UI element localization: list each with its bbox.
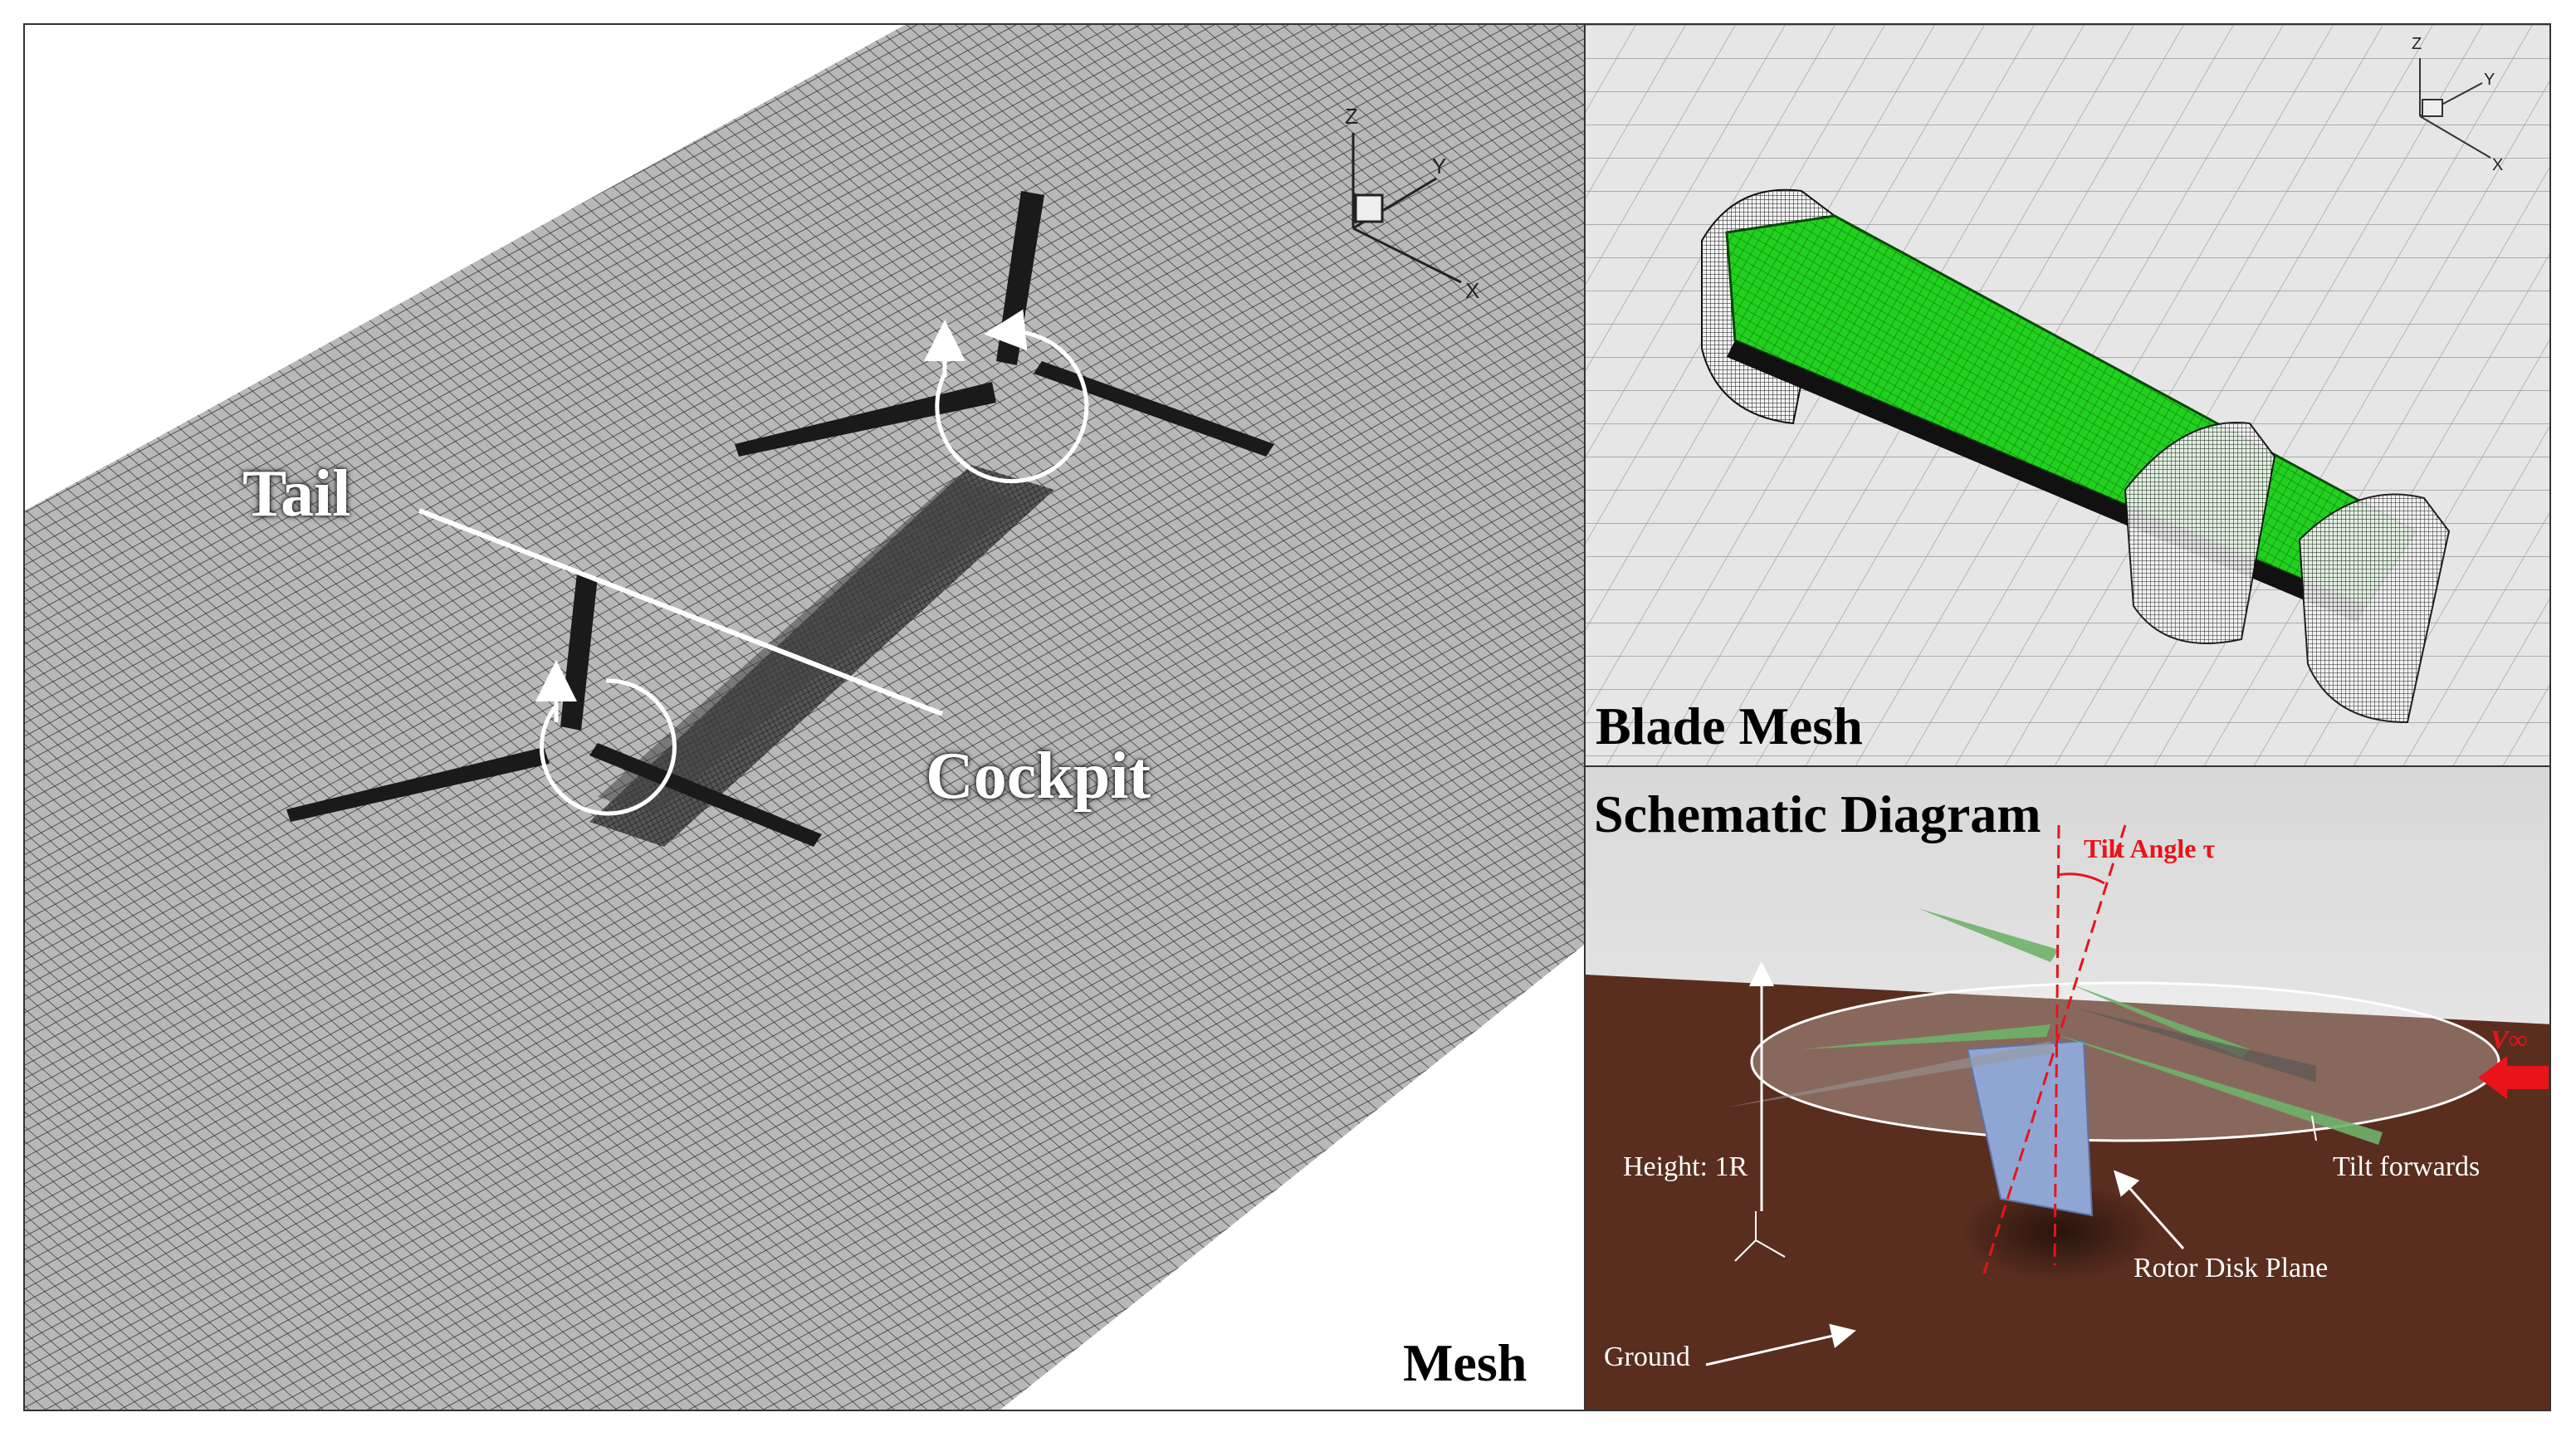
axis-triad [1352, 133, 1462, 284]
tilt-angle-label: Tilt Angle τ [2084, 833, 2216, 863]
axis-x-label: X [1465, 278, 1480, 303]
freestream-arrow [2478, 1056, 2549, 1099]
mesh-panel: Tail Cockpit Mesh Z Y X [23, 23, 1586, 1411]
blade-axis-triad [2419, 58, 2491, 159]
blade-mesh-panel: Blade Mesh Z Y X [1584, 23, 2551, 767]
schematic-title: Schematic Diagram [1594, 784, 2041, 843]
tip-cap [2298, 493, 2451, 724]
blade-mesh-illustration [1586, 25, 2549, 765]
rotor-blades [1727, 908, 2383, 1145]
rotor-disk-plane-label: Rotor Disk Plane [2134, 1253, 2329, 1283]
blade-axis-x-label: X [2492, 156, 2504, 174]
rotor-disk-plane [1750, 981, 2500, 1142]
tail-cockpit-line [418, 508, 944, 716]
axis-z-label: Z [1345, 104, 1358, 129]
ground-mesh-plane [25, 25, 1584, 1410]
blade-axis-y-label: Y [2484, 71, 2495, 89]
tilted-axis [1982, 824, 2127, 1274]
blade-axis-z-label: Z [2412, 35, 2422, 53]
ground-label: Ground [1604, 1342, 1690, 1372]
tilt-forwards-label: Tilt forwards [2333, 1151, 2481, 1182]
cockpit-label: Cockpit [926, 740, 1151, 813]
fuselage-body [598, 477, 1021, 814]
height-label: Height: 1R [1623, 1151, 1748, 1182]
mesh-title: Mesh [1403, 1333, 1528, 1392]
axis-y-label: Y [1432, 154, 1447, 178]
mesh-illustration [25, 25, 1584, 1410]
mid-cap [2124, 422, 2276, 644]
schematic-panel: Schematic Diagram Tilt Angle τ V∞ Height… [1584, 765, 2551, 1411]
blade-mesh-title: Blade Mesh [1596, 697, 1863, 755]
v-inf-label: V∞ [2490, 1024, 2528, 1054]
schematic-illustration [1586, 767, 2549, 1410]
tail-label: Tail [242, 457, 351, 530]
rear-rotor [735, 191, 1274, 484]
front-rotor [286, 573, 822, 847]
